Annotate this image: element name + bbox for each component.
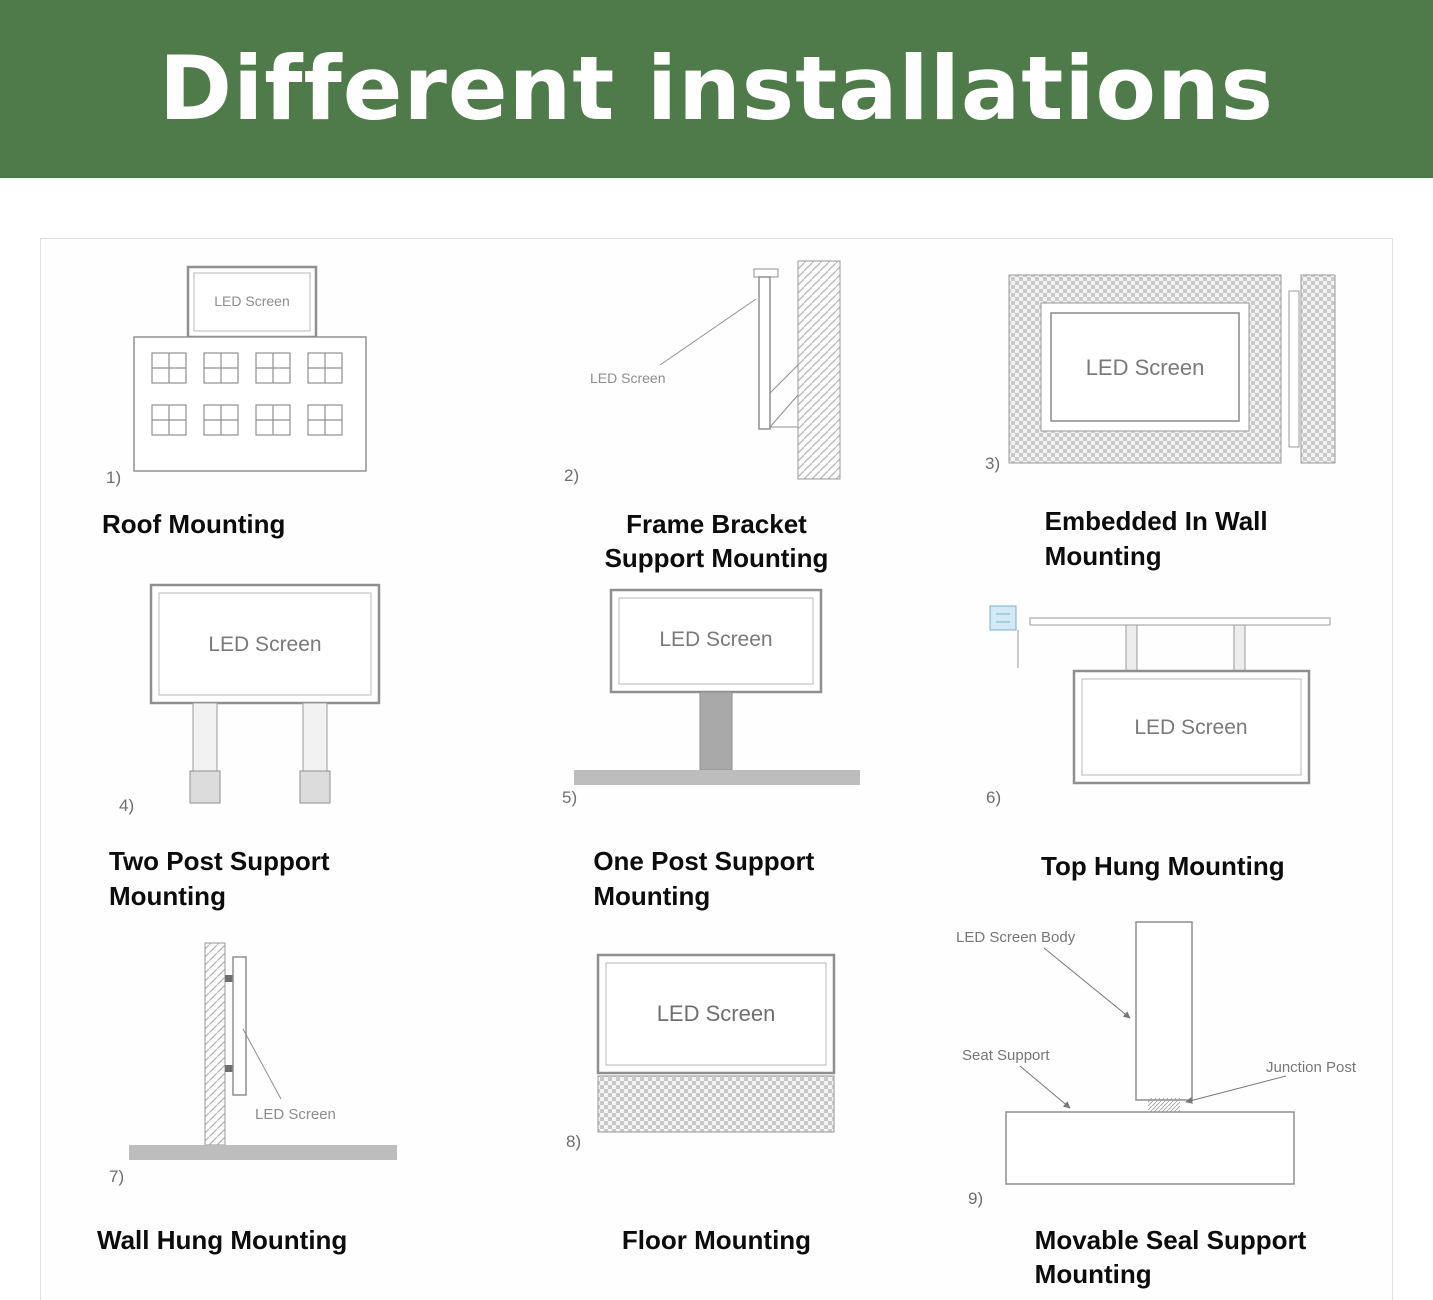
figure-number: 9)	[968, 1189, 983, 1208]
embedded-wall-figure: LED Screen 3)	[940, 255, 1386, 484]
roof-mounting-diagram: LED Screen 1)	[106, 265, 367, 487]
wall-hung-figure: LED Screen 7)	[47, 913, 493, 1211]
figure-number: 4)	[119, 796, 134, 815]
cell-roof-mounting: LED Screen 1) Roof Mounting	[47, 255, 493, 573]
movable-seal-figure: LED Screen Body Seat Support Junction Po…	[940, 913, 1386, 1211]
screen-label: LED Screen	[255, 1106, 336, 1123]
installations-sheet: LED Screen 1) Roof Mounting	[40, 238, 1393, 1300]
cell-floor-mounting: LED Screen 8) Floor Mounting	[493, 913, 939, 1292]
frame-bracket-diagram: LED Screen 2)	[564, 260, 841, 485]
figure-number: 8)	[566, 1132, 581, 1151]
caption-roof-mounting: Roof Mounting	[102, 509, 286, 539]
caption-two-post-mounting: Two Post Support Mounting	[109, 846, 330, 911]
screen-body-label: LED Screen Body	[956, 929, 1076, 946]
screen-label: LED Screen	[214, 293, 289, 309]
caption-movable-seal-mounting: Movable Seal Support Mounting	[1034, 1225, 1307, 1290]
two-post-diagram: LED Screen 4)	[119, 583, 381, 815]
junction-post-label: Junction Post	[1266, 1059, 1357, 1076]
screen-label: LED Screen	[590, 370, 665, 386]
cell-one-post-mounting: LED Screen 5) One Post Support Mounting	[493, 573, 939, 913]
roof-mounting-figure: LED Screen 1)	[47, 255, 493, 487]
seat-support-label: Seat Support	[962, 1047, 1050, 1064]
frame-bracket-figure: LED Screen 2)	[493, 255, 939, 487]
floor-mounting-figure: LED Screen 8)	[493, 913, 939, 1211]
cell-embedded-wall-mounting: LED Screen 3) Embedded In Wall Mounting	[940, 255, 1386, 573]
figure-number: 1)	[106, 468, 121, 487]
embedded-wall-diagram: LED Screen 3)	[985, 274, 1336, 473]
page-title: Different installations	[159, 37, 1274, 140]
one-post-diagram: LED Screen 5)	[562, 588, 861, 807]
caption-top-hung-mounting: Top Hung Mounting	[1041, 851, 1285, 881]
figure-number: 5)	[562, 788, 577, 807]
cell-top-hung-mounting: LED Screen 6) Top Hung Mounting	[940, 573, 1386, 913]
figure-number: 6)	[986, 788, 1001, 807]
caption-embedded-wall-mounting: Embedded In Wall Mounting	[1044, 506, 1268, 571]
one-post-figure: LED Screen 5)	[493, 573, 939, 816]
figure-number: 2)	[564, 466, 579, 485]
screen-label: LED Screen	[1134, 716, 1247, 739]
header-banner: Different installations	[0, 0, 1433, 178]
screen-label: LED Screen	[209, 633, 322, 656]
cell-two-post-mounting: LED Screen 4) Two Post Support Mounting	[47, 573, 493, 913]
cell-frame-bracket-mounting: LED Screen 2) Frame Bracket Support Moun…	[493, 255, 939, 573]
cell-wall-hung-mounting: LED Screen 7) Wall Hung Mounting	[47, 913, 493, 1292]
top-hung-figure: LED Screen 6)	[940, 573, 1386, 821]
screen-label: LED Screen	[657, 1001, 776, 1026]
floor-mounting-diagram: LED Screen 8)	[566, 953, 836, 1151]
figure-number: 7)	[109, 1167, 124, 1186]
screen-label: LED Screen	[1086, 355, 1205, 380]
caption-floor-mounting: Floor Mounting	[621, 1225, 812, 1255]
top-hung-diagram: LED Screen 6)	[986, 605, 1331, 807]
caption-wall-hung-mounting: Wall Hung Mounting	[97, 1225, 348, 1255]
cell-movable-seal-mounting: LED Screen Body Seat Support Junction Po…	[940, 913, 1386, 1292]
two-post-figure: LED Screen 4)	[47, 573, 493, 816]
screen-label: LED Screen	[660, 628, 773, 651]
panel-icon	[989, 605, 1017, 631]
caption-one-post-mounting: One Post Support Mounting	[593, 846, 815, 911]
caption-frame-bracket-mounting: Frame Bracket Support Mounting	[604, 509, 829, 574]
diagram-grid: LED Screen 1) Roof Mounting	[47, 255, 1386, 1292]
wall-hung-diagram: LED Screen 7)	[109, 942, 398, 1186]
movable-seal-diagram: LED Screen Body Seat Support Junction Po…	[956, 921, 1357, 1208]
figure-number: 3)	[985, 454, 1000, 473]
